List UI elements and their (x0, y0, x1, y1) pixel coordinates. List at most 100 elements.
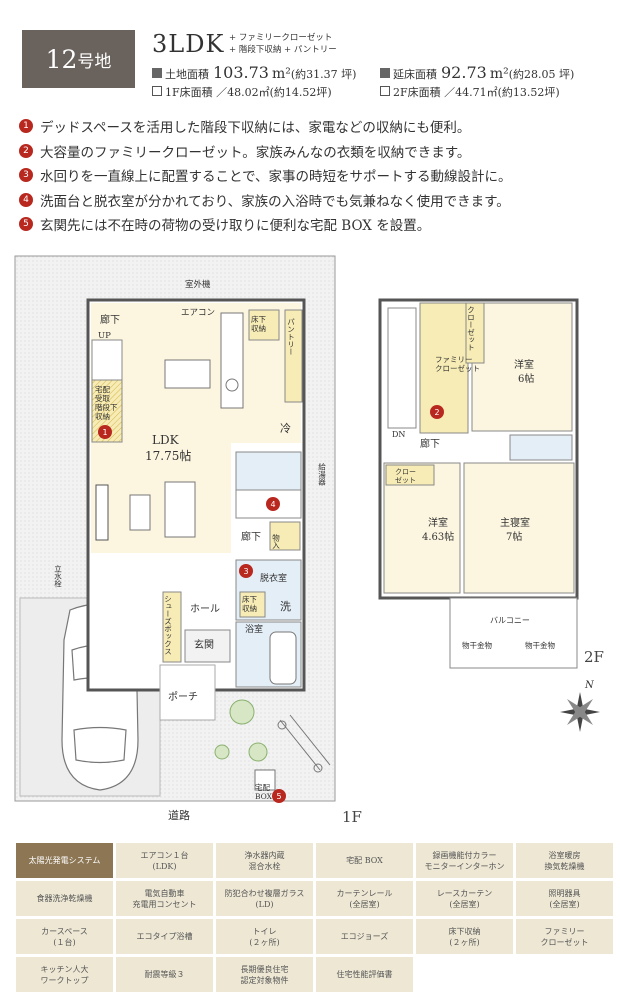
svg-text:4: 4 (270, 500, 275, 509)
lot-number: 12 (45, 44, 78, 74)
standing-faucet-label: 立水栓 (53, 564, 62, 588)
under-stair-storage-label: 階段下収納 (95, 402, 118, 421)
closet-label: 物入 (271, 533, 280, 550)
room-6-size: 6帖 (518, 372, 534, 385)
point-number: 3 (19, 168, 33, 183)
svg-text:5: 5 (276, 792, 281, 801)
western-room-6 (471, 302, 573, 432)
closet2-label: クローゼット (395, 468, 416, 484)
svg-text:2: 2 (434, 408, 439, 417)
north-label: N (584, 680, 595, 691)
underfloor2-label: 床下収納 (242, 594, 257, 613)
ldk-label: LDK (152, 433, 180, 447)
road-label: 道路 (168, 808, 190, 822)
point-text: 玄関先には不在時の荷物の受け取りに便利な宅配 BOX を設置。 (40, 218, 431, 235)
sofa (164, 481, 196, 538)
filled-square-icon (380, 68, 390, 78)
hallway-2f-label: 廊下 (420, 437, 440, 450)
plan-markers: 1 4 3 5 (98, 425, 286, 803)
land-area-label: 土地面積 (165, 68, 209, 81)
feature-cell: 電気自動車 充電用コンセント (116, 881, 213, 916)
compass-icon: N (560, 680, 600, 732)
entrance-floor (184, 629, 231, 663)
land-area-tsubo: (約31.37 坪) (290, 68, 357, 81)
floor1-area-text: 1F床面積 ／48.02㎡(約14.52坪) (165, 86, 332, 99)
master-bedroom (463, 462, 575, 594)
underfloor-area (248, 309, 280, 341)
room-6-label: 洋室 (514, 358, 534, 371)
feature-cell: トイレ (２ヶ所) (216, 919, 313, 954)
floor-area-value: 92.73 (441, 63, 487, 82)
laundry1-label: 物干金物 (462, 640, 492, 650)
feature-cell: エアコン１台 (LDK) (116, 843, 213, 878)
layout-notes: + ファミリークローゼット + 階段下収納 + パントリー (229, 32, 337, 56)
porch (159, 664, 216, 721)
feature-cell: 耐震等級３ (116, 957, 213, 992)
kitchen-counter (220, 312, 244, 409)
floor2-area-text: 2F床面積 ／44.71㎡(約13.52坪) (393, 86, 560, 99)
square-icon (152, 86, 162, 96)
layout-type: 3LDK (152, 30, 225, 58)
shoe-box-label: シューズボックス (163, 595, 172, 655)
point-item: 5 玄関先には不在時の荷物の受け取りに便利な宅配 BOX を設置。 (19, 212, 609, 237)
toilet-2f (509, 434, 573, 461)
point-text: 大容量のファミリークローゼット。家族みんなの衣類を収納できます。 (40, 144, 471, 161)
filled-square-icon (152, 68, 162, 78)
balcony-label: バルコニー (490, 616, 530, 625)
delivery-box-unit (254, 769, 276, 791)
feature-cell: 食器洗浄乾燥機 (16, 881, 113, 916)
floor-area-label: 延床面積 (393, 68, 437, 81)
point-text: 洗面台と脱衣室が分かれており、家族の入浴時でも気兼ねなく使用できます。 (40, 193, 510, 210)
feature-cell: 防犯合わせ複層ガラス (LD) (216, 881, 313, 916)
feature-cell: 浴室暖房 換気乾燥機 (516, 843, 613, 878)
ldk-size-label: 17.75帖 (145, 448, 191, 463)
feature-cell: 録画機能付カラー モニターインターホン (416, 843, 513, 878)
outdoor-unit-label: 室外機 (185, 279, 211, 290)
drain-label: 給湯器 (317, 462, 326, 487)
feature-cell: 照明器具 (全居室) (516, 881, 613, 916)
point-item: 4 洗面台と脱衣室が分かれており、家族の入浴時でも気兼ねなく使用できます。 (19, 188, 609, 213)
wash-label: 洗 (280, 600, 291, 613)
entrance-label: 玄関 (194, 638, 214, 651)
lot-suffix: 号地 (77, 51, 112, 72)
floor1-area: 1F床面積 ／48.02㎡(約14.52坪) (152, 84, 332, 100)
closet-label: クローゼット (466, 306, 475, 351)
stairs (91, 339, 123, 381)
feature-cell: ファミリー クローゼット (516, 919, 613, 954)
feature-cell: 太陽光発電システム (16, 843, 113, 878)
hallway2-label: 廊下 (241, 530, 261, 543)
up-label: UP (98, 331, 111, 341)
bath-label: 浴室 (245, 623, 263, 635)
stairs-2f (387, 307, 417, 429)
square-icon (380, 86, 390, 96)
pantry-label: パントリー (286, 318, 295, 356)
point-text: 水回りを一直線上に配置することで、家事の時短をサポートする動線設計に。 (40, 169, 512, 186)
feature-cell: 浄水器内蔵 混合水栓 (216, 843, 313, 878)
floor2-label: 2F (584, 648, 604, 666)
pantry-area (284, 309, 303, 403)
feature-cell: エコタイプ浴槽 (116, 919, 213, 954)
underfloor-storage-label: 床下収納 (251, 314, 266, 333)
room-463-size: 4.63帖 (422, 530, 454, 543)
family-closet (419, 302, 469, 434)
land-area: 土地面積 103.73 m² (約31.37 坪) (152, 63, 356, 82)
point-number: 5 (19, 217, 33, 232)
feature-cell: カースペース (１台) (16, 919, 113, 954)
feature-cell: レースカーテン (全居室) (416, 881, 513, 916)
hall-label: ホール (190, 603, 220, 615)
dining-table (164, 359, 211, 389)
floor2-plan: ファミリークローゼット クローゼット 洋室 6帖 DN 廊下 クローゼット 洋室… (378, 298, 604, 732)
point-item: 3 水回りを一直線上に配置することで、家事の時短をサポートする動線設計に。 (19, 163, 609, 188)
feature-cell: エコジョーズ (316, 919, 413, 954)
balcony (449, 597, 578, 669)
floor1-plan: 室外機 エアコン 廊下 UP 宅配受取 階段下収納 床下収納 パントリー LDK… (14, 255, 362, 826)
svg-text:1: 1 (102, 428, 107, 437)
feature-cell: キッチン人大 ワークトップ (16, 957, 113, 992)
shoe-box (162, 591, 182, 663)
point-number: 4 (19, 192, 33, 207)
floor2-area: 2F床面積 ／44.71㎡(約13.52坪) (380, 84, 560, 100)
feature-cell: 床下収納 (２ヶ所) (416, 919, 513, 954)
